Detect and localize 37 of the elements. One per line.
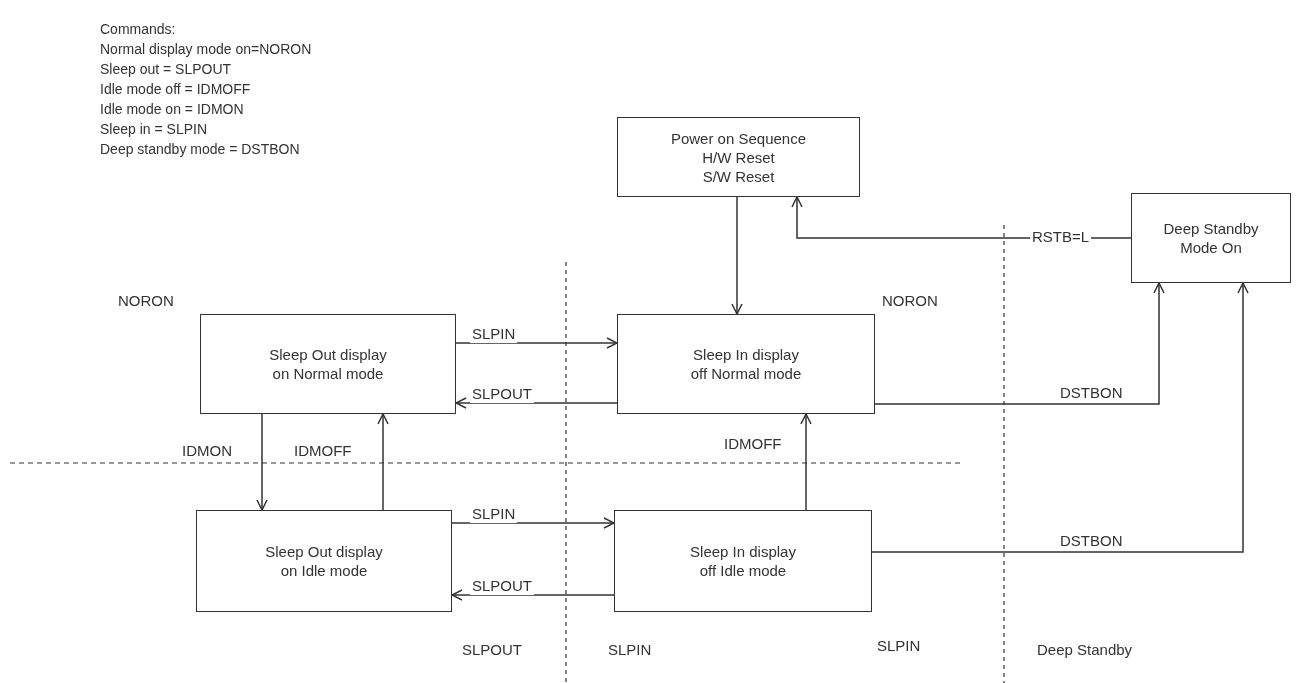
legend-note: Sleep out = SLPOUT [100,60,232,78]
state-text: Sleep In display off Normal mode [689,345,803,383]
state-label: NORON [118,292,174,310]
arrow [377,413,389,511]
arrow [874,282,1165,405]
arrow [800,413,812,511]
state-text: H/W Reset [702,147,775,167]
legend-note: Normal display mode on=NORON [100,40,312,58]
region-label: SLPIN [877,637,921,655]
arrow [871,282,1249,553]
state-box [200,314,456,414]
legend-note: Idle mode on = IDMON [100,100,244,118]
region-label: SLPOUT [462,641,522,659]
region-label: SLPIN [608,641,652,659]
region-label: Deep Standby [1037,641,1133,659]
legend-note: Commands: [100,20,176,38]
legend-note: Idle mode off = IDMOFF [100,80,251,98]
arrow [455,397,618,409]
state-text: Sleep In display off Idle mode [689,542,797,580]
arrow [731,196,743,315]
state-text: Power on Sequence [670,128,807,148]
state-box [1131,193,1291,283]
state-box [617,314,875,414]
legend-note: Deep standby mode = DSTBON [100,140,300,158]
arrow [455,337,618,349]
arrow [256,413,268,511]
state-text: Sleep Out display on Normal mode [268,345,388,383]
state-text: S/W Reset [702,166,775,186]
legend-note: Sleep in = SLPIN [100,120,207,138]
state-label: NORON [882,292,938,310]
state-box [614,510,872,612]
arrow [451,589,615,601]
state-text: Deep Standby Mode On [1162,219,1260,257]
arrow [451,517,615,529]
state-box [617,117,860,197]
state-box [196,510,452,612]
state-text: Sleep Out display on Idle mode [264,542,384,580]
